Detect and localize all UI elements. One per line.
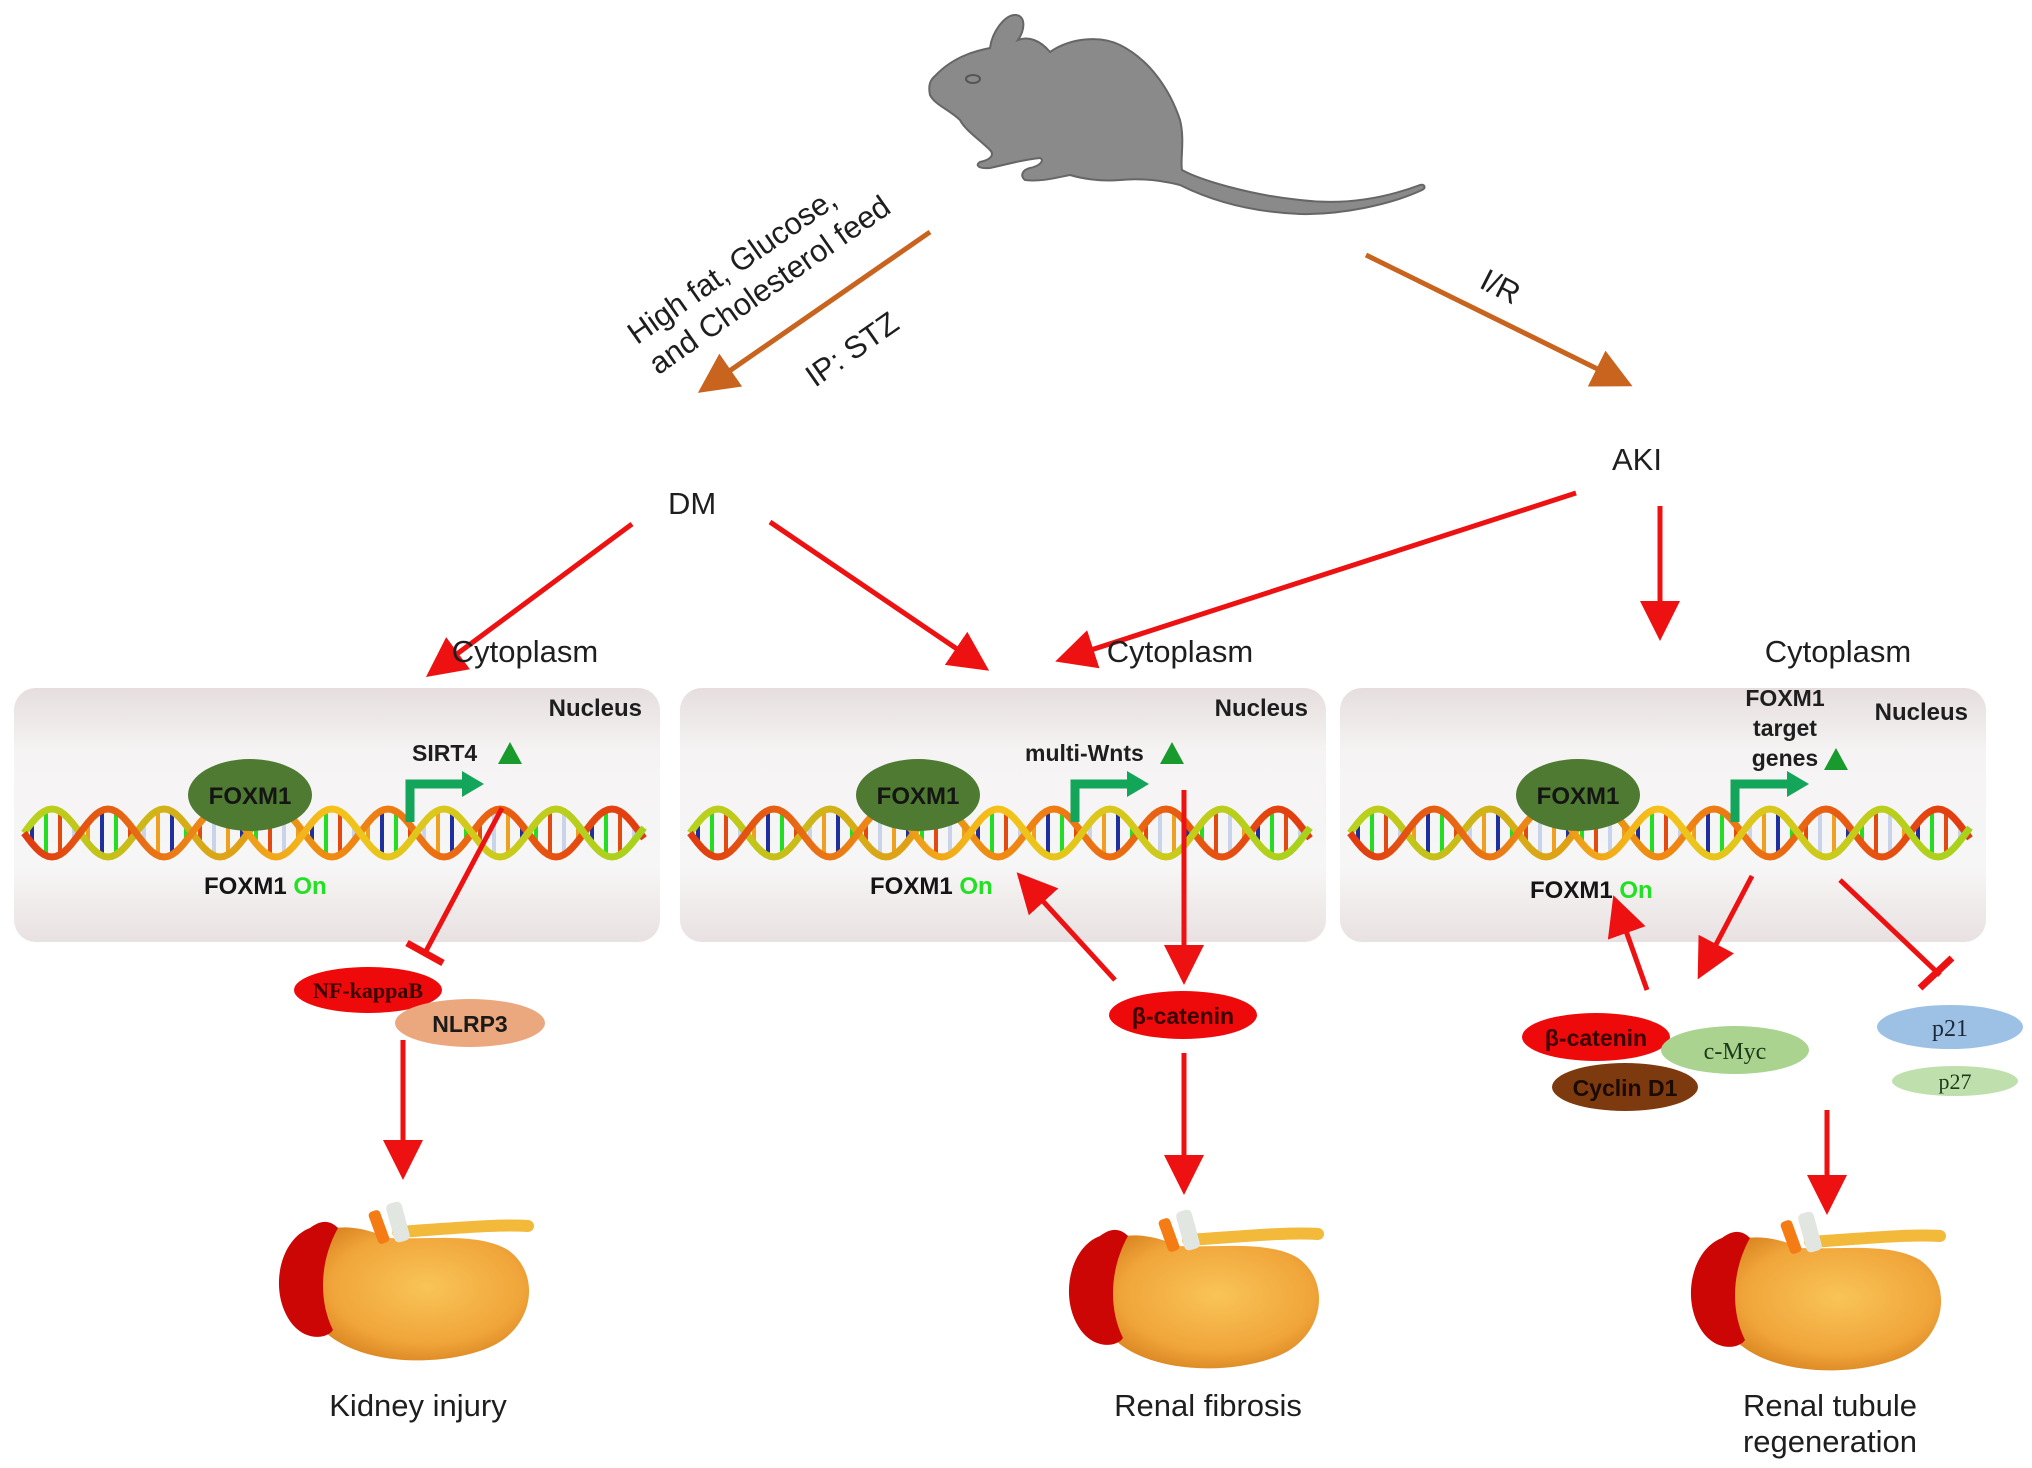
dm-label: DM xyxy=(668,486,716,521)
outcome-renal-fibrosis: Renal fibrosis xyxy=(1114,1388,1302,1423)
nucleus-label: Nucleus xyxy=(549,695,642,722)
promoter-arrow-icon xyxy=(1730,779,1791,822)
foxm1-transcription-factor: FOXM1 xyxy=(1516,759,1640,831)
inhibition-bar xyxy=(405,939,445,967)
target-gene-label: multi-Wnts xyxy=(1025,740,1144,766)
upregulated-triangle-icon xyxy=(498,742,522,764)
mouse-icon xyxy=(928,14,1426,216)
foxm1-transcription-factor: FOXM1 xyxy=(856,759,980,831)
inhibition-bar xyxy=(1917,955,1955,991)
svg-text:p21: p21 xyxy=(1932,1016,1968,1042)
cmyc-node: c-Myc xyxy=(1661,1026,1809,1074)
cytoplasm-label: Cytoplasm xyxy=(1107,634,1253,669)
promoter-arrow-icon xyxy=(405,779,466,822)
target-gene-label: FOXM1 xyxy=(1745,685,1824,711)
nfkb-node: NF-kappaB xyxy=(294,967,442,1013)
svg-text:β-catenin: β-catenin xyxy=(1545,1025,1647,1051)
nucleus-compartment xyxy=(1340,688,1986,942)
cytoplasm-label: Cytoplasm xyxy=(1765,634,1911,669)
svg-text:β-catenin: β-catenin xyxy=(1132,1003,1234,1029)
kidney-icon xyxy=(1068,1209,1324,1369)
nucleus-compartment xyxy=(14,688,660,942)
dna-helix-icon xyxy=(21,805,647,861)
target-gene-label: genes xyxy=(1752,745,1818,771)
beta-catenin-node: β-catenin xyxy=(1522,1013,1670,1061)
nucleus-label: Nucleus xyxy=(1215,695,1308,722)
dm-induction-arrow xyxy=(697,229,932,393)
dna-helix-icon xyxy=(1347,805,1973,861)
p27-node: p27 xyxy=(1892,1066,2018,1096)
svg-text:NLRP3: NLRP3 xyxy=(432,1011,507,1037)
dm-to-panel2-arrow xyxy=(768,519,990,671)
nucleus-label: Nucleus xyxy=(1875,699,1968,726)
aki-label: AKI xyxy=(1612,442,1662,477)
target-gene-label: SIRT4 xyxy=(412,740,477,766)
dm-to-panel1-arrow xyxy=(425,521,634,677)
svg-text:FOXM1: FOXM1 xyxy=(209,783,292,810)
svg-text:NF-kappaB: NF-kappaB xyxy=(313,978,423,1003)
foxm1-status: FOXM1 On xyxy=(204,873,327,900)
kidney-icon xyxy=(1690,1211,1946,1371)
beta-catenin-node: β-catenin xyxy=(1109,991,1257,1039)
svg-text:c-Myc: c-Myc xyxy=(1704,1039,1767,1065)
upregulated-triangle-icon xyxy=(1160,742,1184,764)
cytoplasm-label: Cytoplasm xyxy=(452,634,598,669)
foxm1-status: FOXM1 On xyxy=(870,873,993,900)
panel-renal-regeneration: CytoplasmNucleusFOXM1FOXM1targetgenesFOX… xyxy=(1340,634,1986,942)
bcatenin-feedback-arrow xyxy=(1016,872,1117,982)
outcome-regeneration-line1: Renal tubule xyxy=(1743,1388,1917,1423)
svg-text:p27: p27 xyxy=(1939,1069,1972,1094)
aki-induction-arrow xyxy=(1364,252,1633,387)
nlrp3-node: NLRP3 xyxy=(395,999,545,1047)
outcome-regeneration-line2: regeneration xyxy=(1743,1424,1917,1459)
cyclin-d1-node: Cyclin D1 xyxy=(1552,1063,1698,1111)
p21-inhibition-line xyxy=(1838,878,1942,977)
aki-to-panel2-arrow xyxy=(1055,490,1577,669)
nucleus-compartment xyxy=(680,688,1326,942)
stz-injection-label: IP: STZ xyxy=(799,305,905,394)
sirt4-inhibition-line xyxy=(422,806,505,955)
upregulated-triangle-icon xyxy=(1824,748,1848,770)
target-gene-label: target xyxy=(1753,715,1817,741)
foxm1-status: FOXM1 On xyxy=(1530,877,1653,904)
bcatenin-to-foxm1-arrow xyxy=(1607,895,1650,991)
outcome-kidney-injury: Kidney injury xyxy=(329,1388,507,1423)
svg-text:FOXM1: FOXM1 xyxy=(1537,783,1620,810)
promoter-arrow-icon xyxy=(1070,779,1131,822)
svg-text:Cyclin D1: Cyclin D1 xyxy=(1573,1075,1678,1101)
target-genes-to-effectors-arrow xyxy=(1697,874,1755,980)
foxm1-transcription-factor: FOXM1 xyxy=(188,759,312,831)
p21-node: p21 xyxy=(1877,1005,2023,1049)
svg-text:FOXM1: FOXM1 xyxy=(877,783,960,810)
ir-label: I/R xyxy=(1475,262,1526,311)
kidney-icon xyxy=(278,1201,534,1361)
